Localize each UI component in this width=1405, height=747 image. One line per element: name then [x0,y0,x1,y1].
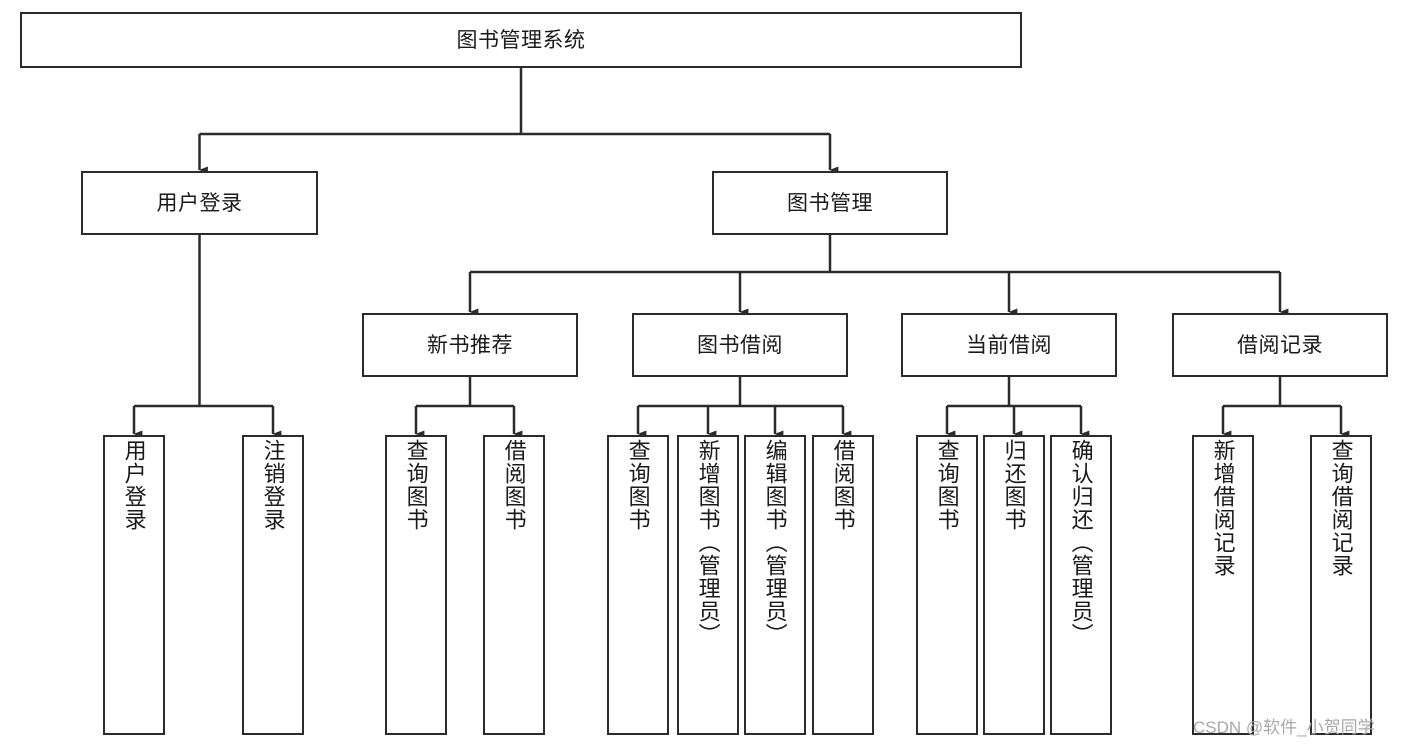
node-current-borrow[interactable]: 当前借阅 [901,313,1117,377]
node-leaf-edit-book[interactable]: 编辑图书（管理员） [744,435,806,735]
node-label-leaf-query-book-3: 查询图书 [934,439,960,531]
node-leaf-return-book[interactable]: 归还图书 [983,435,1045,735]
node-leaf-query-book-3[interactable]: 查询图书 [916,435,978,735]
node-label-leaf-query-book-1: 查询图书 [403,439,429,531]
node-root[interactable]: 图书管理系统 [20,12,1022,68]
node-label-borrow-record: 借阅记录 [1237,333,1323,357]
node-leaf-query-book-1[interactable]: 查询图书 [385,435,447,735]
node-leaf-add-book[interactable]: 新增图书（管理员） [677,435,739,735]
node-label-user-login: 用户登录 [156,191,243,215]
node-leaf-query-record[interactable]: 查询借阅记录 [1310,435,1372,735]
node-label-leaf-return-book: 归还图书 [1001,439,1027,531]
node-borrow-record[interactable]: 借阅记录 [1172,313,1388,377]
node-label-leaf-query-book-2: 查询图书 [625,439,651,531]
node-label-leaf-edit-book: 编辑图书（管理员） [762,439,788,646]
node-label-leaf-borrow-book-1: 借阅图书 [501,439,527,531]
node-new-book-rec[interactable]: 新书推荐 [362,313,578,377]
node-leaf-logout[interactable]: 注销登录 [242,435,304,735]
node-label-leaf-query-record: 查询借阅记录 [1328,439,1354,577]
node-label-current-borrow: 当前借阅 [966,333,1052,357]
node-label-book-manage: 图书管理 [787,191,873,215]
node-book-manage[interactable]: 图书管理 [712,171,948,235]
node-user-login[interactable]: 用户登录 [81,171,318,235]
node-label-leaf-add-record: 新增借阅记录 [1210,439,1236,577]
node-label-book-borrow: 图书借阅 [697,333,783,357]
node-leaf-query-book-2[interactable]: 查询图书 [607,435,669,735]
node-leaf-borrow-book-2[interactable]: 借阅图书 [812,435,874,735]
node-book-borrow[interactable]: 图书借阅 [632,313,848,377]
node-label-new-book-rec: 新书推荐 [427,333,513,357]
node-label-leaf-confirm-return: 确认归还（管理员） [1068,439,1094,646]
node-leaf-borrow-book-1[interactable]: 借阅图书 [483,435,545,735]
node-label-leaf-borrow-book-2: 借阅图书 [830,439,856,531]
node-leaf-user-login[interactable]: 用户登录 [103,435,165,735]
node-label-leaf-user-login: 用户登录 [121,439,147,531]
node-leaf-confirm-return[interactable]: 确认归还（管理员） [1050,435,1112,735]
node-label-root: 图书管理系统 [456,28,586,52]
node-leaf-add-record[interactable]: 新增借阅记录 [1192,435,1254,735]
csdn-watermark: CSDN @软件_小贺同学 [1193,718,1375,737]
node-label-leaf-logout: 注销登录 [260,439,286,531]
node-label-leaf-add-book: 新增图书（管理员） [695,439,721,646]
